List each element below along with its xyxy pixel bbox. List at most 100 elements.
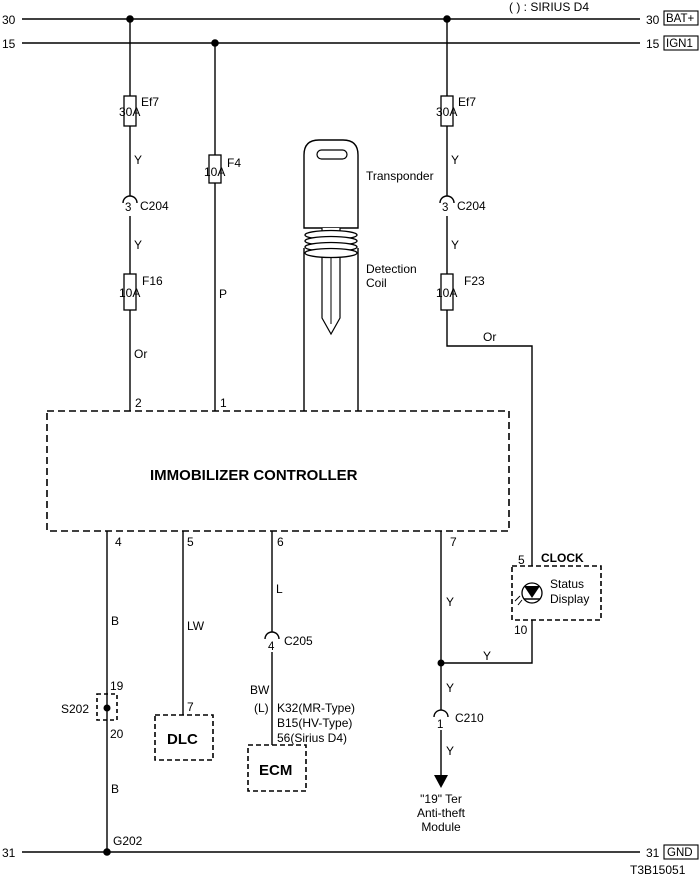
antitheft-branch: Y Y Y 1 C210 Y "19" Ter Anti-theft Modul… bbox=[417, 531, 533, 834]
bat-rail-tag: BAT+ bbox=[666, 13, 695, 25]
c204-left-pin: 3 bbox=[125, 202, 131, 214]
connector-c205 bbox=[264, 631, 280, 640]
gnd-rail-tag: GND bbox=[667, 847, 693, 859]
antitheft-line3: Module bbox=[421, 820, 461, 834]
fuse-f16-rating: 10A bbox=[119, 286, 140, 300]
connector-c204-right bbox=[439, 195, 455, 204]
gnd-rail-left-number: 31 bbox=[2, 846, 16, 860]
fuse-ef7-left-name: Ef7 bbox=[141, 95, 159, 109]
fuse-ef7-right-rating: 30A bbox=[436, 105, 457, 119]
dlc-name: DLC bbox=[167, 731, 198, 748]
c210-name: C210 bbox=[455, 711, 484, 725]
ign-rail: 15 15 IGN1 bbox=[2, 35, 699, 51]
connector-c210 bbox=[433, 709, 449, 718]
wire-b2-label: B bbox=[111, 782, 119, 796]
detection-coil bbox=[304, 229, 358, 259]
connector-c204-left bbox=[122, 195, 138, 204]
coil-label-line1: Detection bbox=[366, 262, 417, 276]
clock-title: CLOCK bbox=[541, 551, 584, 565]
controller-pin-5: 5 bbox=[187, 535, 194, 549]
controller-title: IMMOBILIZER CONTROLLER bbox=[150, 467, 358, 484]
coil-label-line2: Coil bbox=[366, 276, 387, 290]
bat-rail-left-number: 30 bbox=[2, 13, 16, 27]
fuse-f4-rating: 10A bbox=[204, 165, 225, 179]
wire-or1-label: Or bbox=[134, 347, 147, 361]
c204-left-name: C204 bbox=[140, 199, 169, 213]
controller-pin-2: 2 bbox=[135, 396, 142, 410]
dlc-pin: 7 bbox=[187, 700, 194, 714]
splice-s202 bbox=[96, 693, 118, 721]
wire-y6 bbox=[441, 620, 533, 664]
gnd-rail-right-number: 31 bbox=[646, 846, 660, 860]
clock-status-line1: Status bbox=[550, 577, 584, 591]
gnd-rail: 31 31 GND bbox=[2, 844, 699, 860]
fuse-f23-rating: 10A bbox=[436, 286, 457, 300]
fuse-f16-name: F16 bbox=[142, 274, 163, 288]
status-led-icon bbox=[514, 582, 543, 606]
wire-y3-label: Y bbox=[451, 153, 459, 167]
bat-rail-right-number: 30 bbox=[646, 13, 660, 27]
sirius-note: ( ) : SIRIUS D4 bbox=[509, 0, 589, 14]
wire-y2-label: Y bbox=[134, 238, 142, 252]
clock-pin-5: 5 bbox=[518, 553, 525, 567]
c205-name: C205 bbox=[284, 634, 313, 648]
bat-rail: 30 30 BAT+ ( ) : SIRIUS D4 bbox=[2, 0, 699, 27]
controller-pin-4: 4 bbox=[115, 535, 122, 549]
wire-y4-label: Y bbox=[451, 238, 459, 252]
c204-right-name: C204 bbox=[457, 199, 486, 213]
clock-status-line2: Display bbox=[550, 592, 589, 606]
wire-y7-label: Y bbox=[446, 681, 454, 695]
wire-l-label: L bbox=[276, 582, 283, 596]
fuse-f23-name: F23 bbox=[464, 274, 485, 288]
wire-or2-label: Or bbox=[483, 330, 496, 344]
c204-right-pin: 3 bbox=[442, 202, 448, 214]
controller-pin-6: 6 bbox=[277, 535, 284, 549]
fuse-f4-name: F4 bbox=[227, 156, 241, 170]
wire-bw-label: BW bbox=[250, 683, 270, 697]
controller-pin-7: 7 bbox=[450, 535, 457, 549]
transponder-label: Transponder bbox=[366, 169, 434, 183]
s202-pin-bottom: 20 bbox=[110, 727, 124, 741]
immobilizer-controller: IMMOBILIZER CONTROLLER 2 1 4 5 6 7 bbox=[46, 396, 510, 549]
wire-y6-label: Y bbox=[483, 649, 491, 663]
ign-rail-tag: IGN1 bbox=[666, 38, 693, 50]
right-feed-branch: Ef7 30A Y 3 C204 Y F23 10A Or bbox=[436, 19, 533, 566]
clock-box bbox=[511, 565, 602, 621]
ign-feed-branch: F4 10A P bbox=[204, 43, 241, 411]
clock-module: CLOCK 5 10 Status Display bbox=[511, 551, 602, 637]
controller-pin-1: 1 bbox=[220, 396, 227, 410]
wire-y5-label: Y bbox=[446, 595, 454, 609]
clock-pin-10: 10 bbox=[514, 623, 528, 637]
antitheft-line2: Anti-theft bbox=[417, 806, 466, 820]
figure-id: T3B15051 bbox=[630, 863, 686, 877]
ecm-name: ECM bbox=[259, 762, 292, 779]
c205-pin: 4 bbox=[268, 641, 275, 653]
dlc-box bbox=[154, 714, 214, 761]
wire-y8-label: Y bbox=[446, 744, 454, 758]
ecm-box bbox=[247, 744, 307, 792]
c210-pin: 1 bbox=[437, 719, 443, 731]
fuse-ef7-left-rating: 30A bbox=[119, 105, 140, 119]
key-head bbox=[303, 139, 359, 229]
ecm-branch: L 4 C205 BW (L) K32(MR-Type) B15(HV-Type… bbox=[247, 531, 355, 792]
wire-bw-alt-label: (L) bbox=[254, 701, 269, 715]
s202-name: S202 bbox=[61, 702, 89, 716]
wire-y1-label: Y bbox=[134, 153, 142, 167]
ground-g202-label: G202 bbox=[113, 834, 143, 848]
key-transponder: Transponder Detection Coil bbox=[303, 139, 434, 411]
controller-box bbox=[46, 410, 510, 532]
s202-pin-top: 19 bbox=[110, 679, 124, 693]
fuse-ef7-right-name: Ef7 bbox=[458, 95, 476, 109]
ign-rail-right-number: 15 bbox=[646, 37, 660, 51]
arrow-down-icon bbox=[434, 775, 448, 788]
left-feed-branch: Ef7 30A Y 3 C204 Y F16 10A Or bbox=[119, 19, 169, 411]
wire-lw-label: LW bbox=[187, 619, 205, 633]
wire-or2 bbox=[446, 310, 533, 566]
ecm-pin-k32: K32(MR-Type) bbox=[277, 701, 355, 715]
dlc-branch: LW 7 DLC bbox=[154, 531, 214, 761]
ecm-pin-b15: B15(HV-Type) bbox=[277, 716, 352, 730]
wire-b1-label: B bbox=[111, 614, 119, 628]
ecm-pin-56: 56(Sirius D4) bbox=[277, 731, 347, 745]
ign-rail-left-number: 15 bbox=[2, 37, 16, 51]
